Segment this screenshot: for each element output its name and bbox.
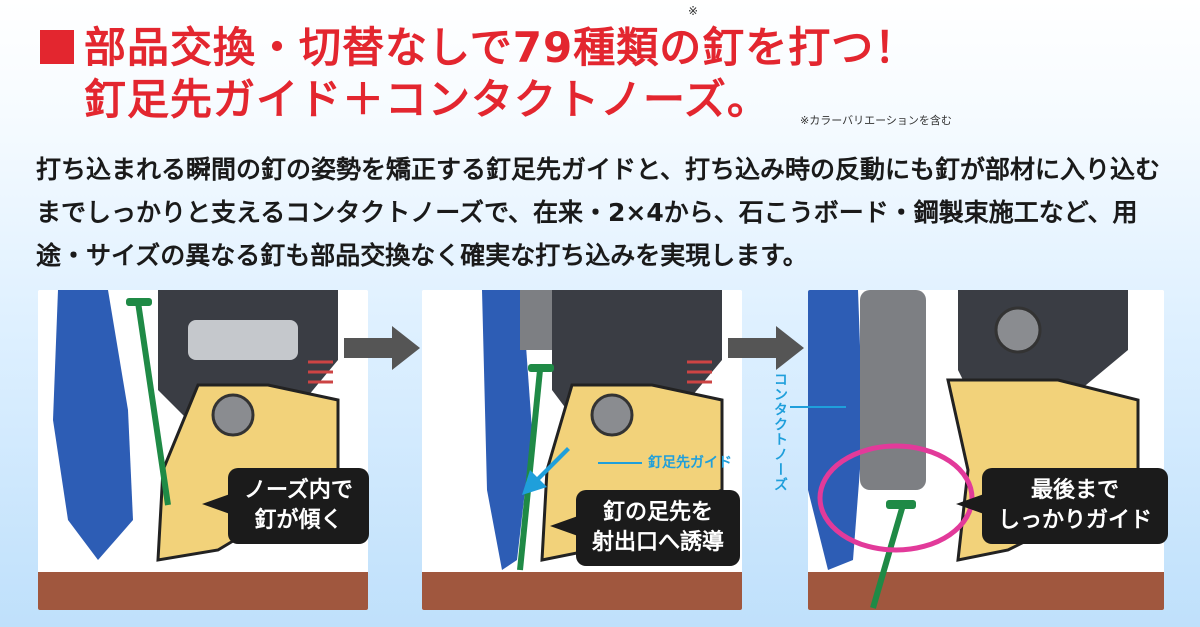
callout-guide-to-outlet: 釘の足先を 射出口へ誘導 [549,490,741,566]
headline-line-2: 釘足先ガイド＋コンタクトノーズ。 [84,75,770,124]
callout-line: ノーズ内で [244,478,353,503]
callout-line: 射出口へ誘導 [592,530,725,555]
illustration-panel-1 [38,290,368,610]
callout-line: 最後まで [1031,478,1120,503]
description-paragraph: 打ち込まれる瞬間の釘の姿勢を矯正する釘足先ガイドと、打ち込み時の反動にも釘が部材… [36,155,1161,270]
red-square-bullet [40,30,74,64]
footnote-text: ※カラーバリエーションを含む [800,114,952,127]
footnote-mark: ※ [688,4,699,18]
illustration-panel-3 [808,290,1164,610]
contact-nose-leader-line [790,406,846,408]
callout-nail-tilts: ノーズ内で 釘が傾く [202,468,369,544]
arrow-right-icon [728,326,804,370]
nailer-illustration-3 [808,290,1164,610]
callout-guide-till-end: 最後まで しっかりガイド [955,468,1169,544]
nailer-illustration-1 [38,290,368,610]
contact-nose-label: コンタクトノーズ [772,372,788,492]
headline: 部品交換・切替なしで79種類の釘を打つ！ 釘足先ガイド＋コンタクトノーズ。 [40,22,917,126]
callout-line: 釘が傾く [254,508,343,533]
nail-tip-guide-label: 釘足先ガイド [648,452,732,472]
headline-line-1: 部品交換・切替なしで79種類の釘を打つ！ [40,22,917,74]
callout-line: 釘の足先を [603,500,714,525]
callout-line: しっかりガイド [998,508,1153,533]
arrow-right-icon [344,326,420,370]
